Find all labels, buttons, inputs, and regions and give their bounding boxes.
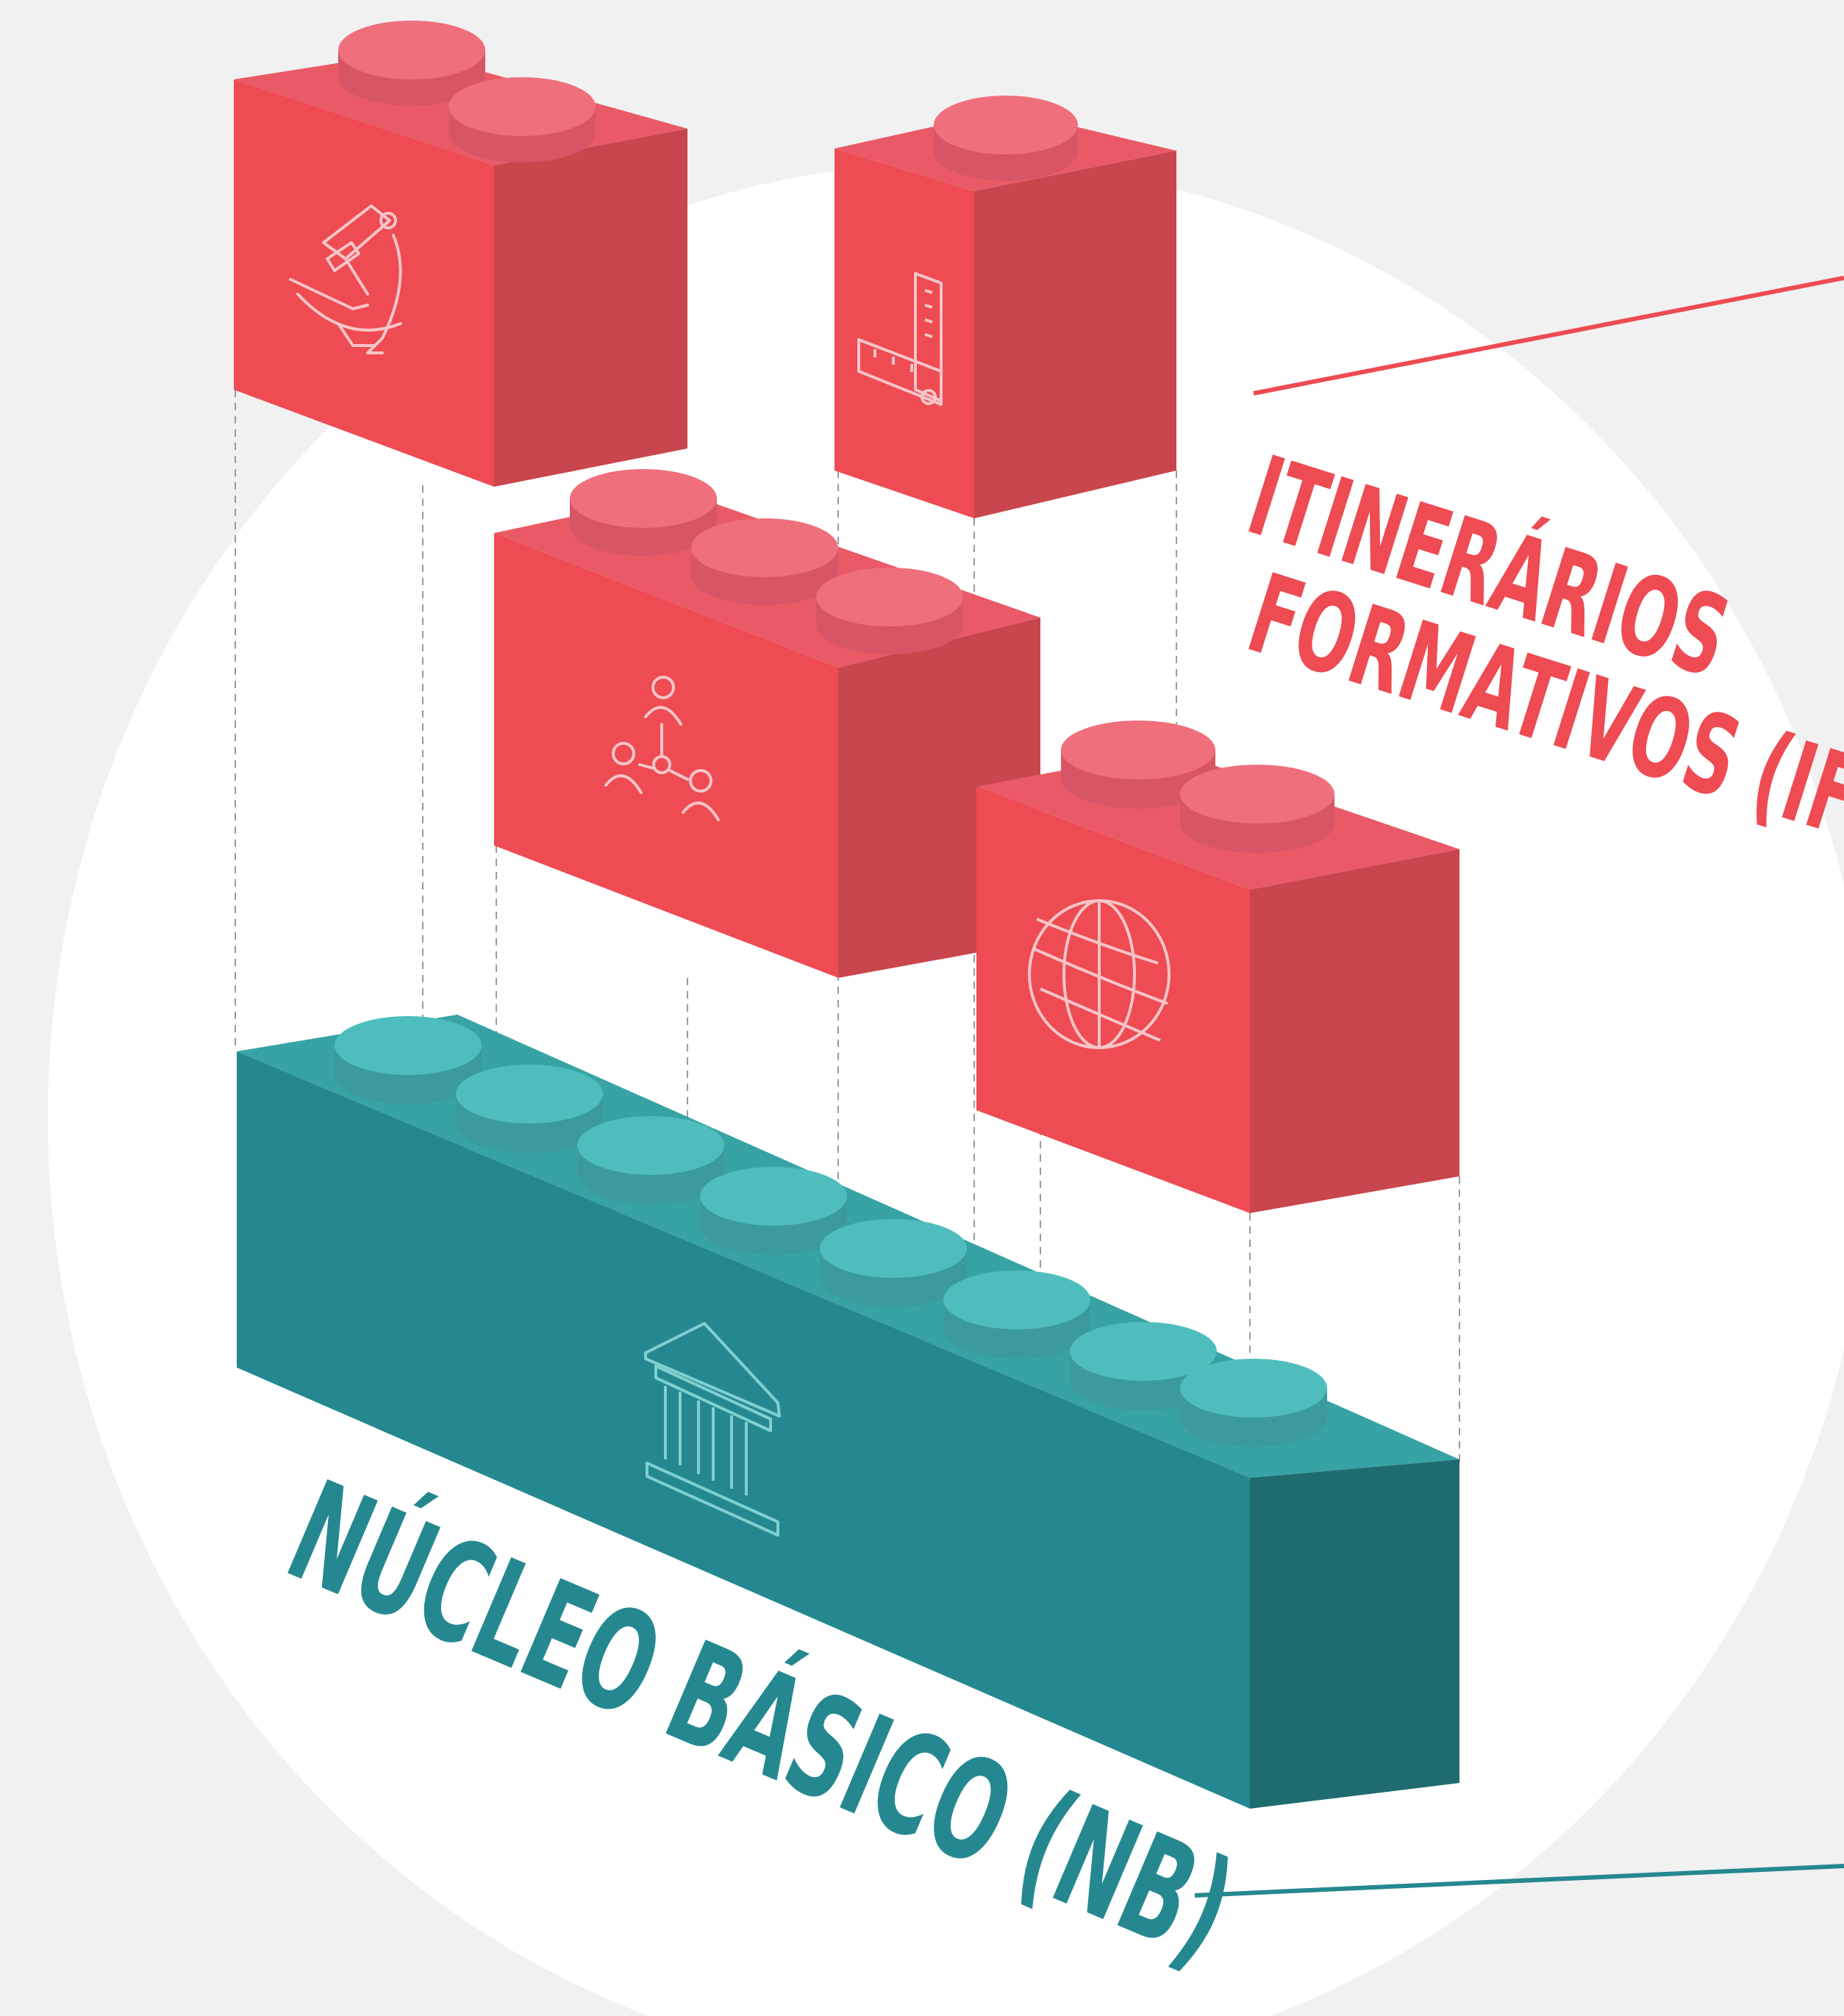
red-brick-people	[494, 469, 1040, 978]
classical-building-icon	[644, 1322, 781, 1537]
brick-side	[494, 129, 687, 487]
brick-side	[974, 151, 1176, 518]
nb-connector-line	[1194, 1864, 1844, 1898]
base-stud	[456, 1065, 603, 1153]
microscope-icon	[289, 204, 402, 354]
brick-side	[1250, 849, 1459, 1213]
base-stud	[577, 1116, 724, 1204]
base-brick	[237, 1015, 1459, 1809]
brick-stud	[449, 77, 596, 162]
brick-front	[976, 787, 1250, 1213]
brick-stud	[691, 518, 838, 605]
if-connector-line	[1253, 276, 1844, 396]
brick-studs	[934, 96, 1078, 181]
red-brick-ruler	[835, 96, 1176, 518]
red-brick-globe	[976, 721, 1459, 1213]
brick-front	[494, 533, 838, 978]
base-studs	[335, 1016, 1327, 1447]
brick-front	[234, 79, 494, 487]
base-stud	[943, 1270, 1090, 1359]
base-brick-front	[237, 1051, 1250, 1809]
brick-studs	[1061, 721, 1334, 853]
brick-stud	[570, 469, 717, 556]
brick-studs	[570, 469, 963, 654]
brick-studs	[338, 21, 596, 162]
base-stud	[820, 1219, 967, 1307]
ruler-set-square-icon	[857, 272, 943, 406]
brick-front	[835, 149, 974, 518]
brick-stud	[338, 21, 485, 106]
base-brick-side	[1250, 1459, 1459, 1809]
red-brick-microscope	[234, 21, 687, 487]
people-network-icon	[604, 676, 720, 821]
brick-stud	[1061, 721, 1215, 809]
base-stud	[335, 1016, 482, 1104]
base-stud	[1180, 1359, 1327, 1447]
base-stud	[700, 1167, 847, 1255]
globe-icon	[1028, 899, 1171, 1049]
brick-stud	[934, 96, 1078, 181]
brick-stud	[816, 568, 963, 654]
brick-stud	[1180, 765, 1334, 853]
